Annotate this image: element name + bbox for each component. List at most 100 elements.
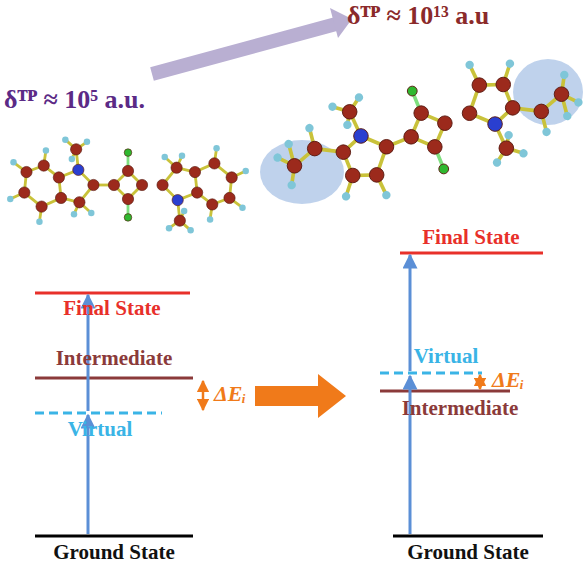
level-label: Virtual: [414, 345, 479, 368]
level-label: Final State: [63, 297, 160, 320]
atom: [503, 130, 514, 141]
atom: [354, 92, 365, 103]
atom: [283, 139, 294, 150]
atom: [402, 127, 421, 146]
atom: [179, 153, 185, 159]
highlight-ellipse: [513, 59, 583, 125]
level-label: Final State: [422, 226, 519, 249]
atom: [532, 102, 551, 121]
atom: [157, 179, 168, 190]
atom: [406, 85, 419, 98]
atom: [559, 69, 570, 80]
atom: [224, 192, 235, 203]
highlight-ellipse: [260, 140, 344, 204]
atom: [171, 162, 182, 173]
atom: [161, 154, 167, 160]
atom: [412, 104, 431, 123]
atom: [181, 208, 187, 214]
atom: [69, 156, 75, 162]
atom: [53, 172, 64, 183]
atom: [36, 218, 42, 224]
level-label: ΔEᵢ: [492, 368, 524, 392]
atom: [377, 137, 396, 156]
atom: [122, 165, 133, 176]
molecule-right: [262, 15, 587, 245]
atom: [207, 199, 218, 210]
atom: [334, 143, 353, 162]
atom: [7, 196, 13, 202]
atom: [305, 139, 324, 158]
atom: [187, 227, 193, 233]
atom: [71, 144, 82, 155]
atom: [172, 195, 183, 206]
atom: [71, 211, 77, 217]
atom: [425, 137, 444, 156]
atom: [437, 163, 450, 176]
atom: [504, 58, 515, 69]
atom: [242, 168, 248, 174]
atom: [573, 97, 584, 108]
level-label: ΔEᵢ: [214, 382, 246, 406]
cross-section-value: δᵀᴾ ≈ 10⁵ a.u.: [4, 86, 145, 115]
atom: [497, 139, 516, 158]
cross-section-value: δᵀᴾ ≈ 10¹³ a.u: [347, 2, 489, 31]
atom: [84, 139, 90, 145]
atom: [541, 126, 552, 137]
atom: [21, 166, 32, 177]
atom: [486, 115, 505, 134]
atom: [38, 160, 49, 171]
atom: [10, 159, 16, 165]
atom: [174, 215, 185, 226]
level-label: Virtual: [68, 418, 133, 441]
atom: [343, 166, 362, 185]
atom: [189, 166, 200, 177]
atom: [136, 179, 147, 190]
atom: [88, 210, 94, 216]
transform-arrow: [255, 374, 346, 418]
atom: [562, 111, 573, 122]
level-label: Ground State: [407, 541, 529, 564]
atom: [381, 190, 392, 201]
atom: [518, 148, 529, 159]
atom: [340, 102, 359, 121]
level-label: Ground State: [53, 541, 175, 564]
molecule-left: [7, 136, 249, 233]
atom: [470, 76, 489, 95]
atom: [124, 149, 132, 157]
atom: [73, 164, 84, 175]
atom: [36, 201, 47, 212]
atom: [460, 104, 479, 123]
energy-levels-left: [35, 293, 203, 536]
atom: [285, 156, 304, 175]
atom: [122, 193, 133, 204]
atom: [207, 216, 213, 222]
atom: [239, 204, 245, 210]
atom: [342, 119, 353, 130]
energy-levels-right: [380, 253, 543, 536]
atom: [19, 187, 30, 198]
trend-arrow: [152, 8, 352, 74]
atom: [435, 114, 454, 133]
atom: [492, 157, 503, 168]
level-label: Intermediate: [402, 397, 519, 420]
atom: [272, 152, 283, 163]
atom: [226, 172, 237, 183]
atom: [55, 192, 66, 203]
atom: [209, 158, 220, 169]
atom: [286, 180, 297, 191]
atom: [62, 136, 68, 142]
atom: [88, 179, 99, 190]
atom: [341, 191, 352, 202]
atom: [213, 145, 219, 151]
atom: [166, 225, 172, 231]
atom: [43, 147, 49, 153]
atom: [494, 75, 513, 94]
atom: [351, 126, 370, 145]
atom: [464, 59, 475, 70]
atom: [304, 123, 315, 134]
atom: [552, 85, 571, 104]
atom: [108, 179, 119, 190]
atom: [124, 214, 132, 222]
atom: [74, 197, 85, 208]
